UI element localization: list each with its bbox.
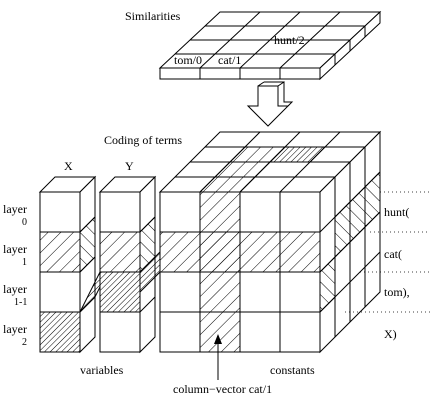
constants-label: constants [270, 363, 315, 377]
variable-column-x: X [38, 159, 97, 354]
similarity-cell-hunt: hunt/2 [274, 33, 305, 47]
term-labels: hunt( cat( tom), X) [345, 191, 430, 341]
down-arrow-icon [246, 85, 290, 127]
similarities-matrix: Similarities tom/0 cat/1 hunt/2 [125, 9, 382, 81]
term-hunt: hunt( [384, 205, 409, 219]
constant-link-band [139, 250, 161, 294]
layer-index-1-1: 1-1 [14, 297, 27, 308]
similarity-cell-tom: tom/0 [174, 53, 202, 67]
layer-label-2: layer [3, 322, 27, 336]
layer-label-1-1: layer [3, 282, 27, 296]
column-vector-label: column−vector cat/1 [173, 382, 272, 396]
column-label-y: Y [125, 159, 134, 173]
layer-labels: layer 0 layer 1 layer 1-1 layer 2 [3, 202, 27, 348]
arrow-head-icon [214, 334, 222, 344]
term-cat: cat( [384, 247, 402, 261]
layer-label-1: layer [3, 242, 27, 256]
layer-label-0: layer [3, 202, 27, 216]
layer-index-2: 2 [22, 337, 27, 348]
constants-block [158, 130, 382, 354]
term-tom: tom), [384, 285, 410, 299]
layer-index-1: 1 [22, 257, 27, 268]
column-label-x: X [64, 159, 73, 173]
term-x: X) [384, 327, 397, 341]
variable-column-y: Y [98, 159, 157, 354]
variables-label: variables [80, 363, 124, 377]
coding-title: Coding of terms [104, 133, 182, 147]
similarities-title: Similarities [125, 9, 181, 23]
similarity-cell-cat: cat/1 [218, 53, 241, 67]
layer-index-0: 0 [22, 217, 27, 228]
